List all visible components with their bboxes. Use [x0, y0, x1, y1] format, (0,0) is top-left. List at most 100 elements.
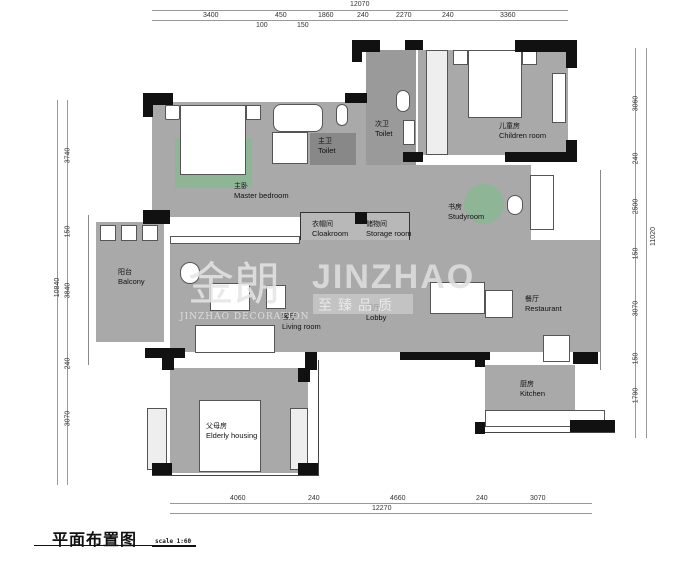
balcony-en: Balcony	[118, 277, 145, 286]
children-nightstand-left	[453, 50, 468, 65]
master-bed	[180, 105, 246, 175]
top-dim-sub-1: 100	[256, 22, 268, 29]
second-toilet-bowl	[396, 90, 410, 112]
bottom-dimension-line-b	[170, 503, 592, 504]
plan-scale: scale 1:60	[155, 538, 192, 545]
children-bed	[468, 50, 522, 118]
elderly-closet-left	[147, 408, 167, 470]
wall	[355, 212, 367, 224]
kitchen-cn: 厨房	[520, 381, 534, 388]
master-toilet-cn: 主卫	[318, 138, 332, 145]
balcony-plant-1	[100, 225, 116, 241]
kitchen-label: 厨房 Kitchen	[520, 380, 545, 398]
side-chair	[266, 285, 286, 309]
left-dimension-line	[67, 100, 68, 485]
elderly-wardrobe	[290, 408, 308, 470]
storage-room-label: 储物间 Storage room	[366, 220, 411, 238]
balcony-cn: 阳台	[118, 269, 132, 276]
study-room-cn: 书房	[448, 204, 462, 211]
watermark-tagline-cn: 至臻品质	[318, 297, 398, 313]
wall	[475, 352, 485, 367]
wall	[400, 352, 490, 360]
elderly-housing-cn: 父母房	[206, 423, 227, 430]
armchair	[180, 262, 200, 284]
study-room-label: 书房 Studyroom	[448, 203, 484, 221]
children-room-cn: 儿童房	[499, 123, 520, 130]
wall	[152, 463, 172, 475]
master-toilet-label: 主卫 Toilet	[318, 137, 336, 155]
restaurant-en: Restaurant	[525, 304, 562, 313]
lobby-en: Lobby	[366, 313, 387, 322]
nightstand-left	[165, 105, 180, 120]
watermark-brand-cn: 金朗	[188, 257, 280, 311]
master-bedroom-cn: 主卧	[234, 183, 248, 190]
elderly-bed	[199, 400, 261, 472]
master-toilet-bowl	[336, 104, 348, 126]
scale-underline	[152, 545, 196, 547]
wall	[345, 93, 367, 103]
restaurant-label: 餐厅 Restaurant	[525, 295, 562, 313]
outline	[485, 432, 615, 433]
children-nightstand-right	[522, 50, 537, 65]
wall	[403, 152, 423, 162]
living-room-en: Living room	[282, 322, 321, 331]
bottom-dim-3: 4660	[390, 495, 406, 502]
outline	[152, 475, 318, 476]
top-dim-3: 1860	[318, 12, 334, 19]
wall	[298, 368, 310, 382]
sofa	[195, 325, 275, 353]
right-dimension-line-total	[646, 48, 647, 438]
children-room-label: 儿童房 Children room	[499, 122, 546, 140]
master-bedroom-en: Master bedroom	[234, 191, 289, 200]
watermark-decoration: JINZHAO DECORATION	[180, 312, 310, 322]
children-room-en: Children room	[499, 131, 547, 140]
bottom-dim-5: 3070	[530, 495, 546, 502]
top-dim-total: 12070	[350, 1, 370, 8]
master-vanity	[272, 132, 308, 164]
balcony-label: 阳台 Balcony	[118, 268, 145, 286]
wall	[145, 348, 185, 358]
wall	[570, 420, 615, 432]
second-toilet-cn: 次卫	[375, 121, 389, 128]
restaurant-cn: 餐厅	[525, 296, 539, 303]
wall	[143, 93, 153, 117]
wall	[515, 40, 577, 52]
study-rug	[464, 184, 504, 224]
bottom-dim-2: 240	[308, 495, 320, 502]
living-room-label: 客厅 Living room	[282, 313, 321, 331]
children-wardrobe	[426, 50, 448, 155]
dining-sideboard	[485, 290, 513, 318]
top-dim-1: 3400	[203, 12, 219, 19]
top-dimension-line	[152, 20, 568, 21]
kitchen-en: Kitchen	[520, 389, 546, 398]
second-toilet-sink	[403, 120, 415, 145]
second-toilet-label: 次卫 Toilet	[375, 120, 393, 138]
wall	[573, 352, 598, 364]
wall	[298, 463, 318, 475]
cloakroom-en: Cloakroom	[312, 229, 349, 238]
title-underline	[34, 545, 176, 546]
wall	[352, 40, 362, 62]
cloakroom-cn: 衣帽间	[312, 221, 333, 228]
master-bedroom-label: 主卧 Master bedroom	[234, 182, 289, 200]
outline	[318, 360, 319, 476]
wall	[566, 140, 577, 162]
storage-room-en: Storage room	[366, 229, 412, 238]
elderly-housing-label: 父母房 Elderly housing	[206, 422, 257, 440]
top-dim-7: 3360	[500, 12, 516, 19]
outline	[600, 170, 601, 370]
bottom-dim-1: 4060	[230, 495, 246, 502]
wall	[405, 40, 423, 50]
bathtub	[273, 104, 323, 132]
outline	[88, 215, 89, 365]
nightstand-right	[246, 105, 261, 120]
master-toilet-floor	[310, 133, 356, 165]
watermark-tagline-bg	[313, 294, 413, 314]
master-toilet-en: Toilet	[318, 146, 336, 155]
top-dim-sub-2: 150	[297, 22, 309, 29]
coffee-table	[210, 283, 250, 311]
watermark-brand-en: JINZHAO	[312, 258, 476, 296]
elderly-housing-en: Elderly housing	[206, 431, 258, 440]
bottom-dim-total: 12270	[372, 505, 392, 512]
left-dimension-line-total	[57, 100, 58, 485]
